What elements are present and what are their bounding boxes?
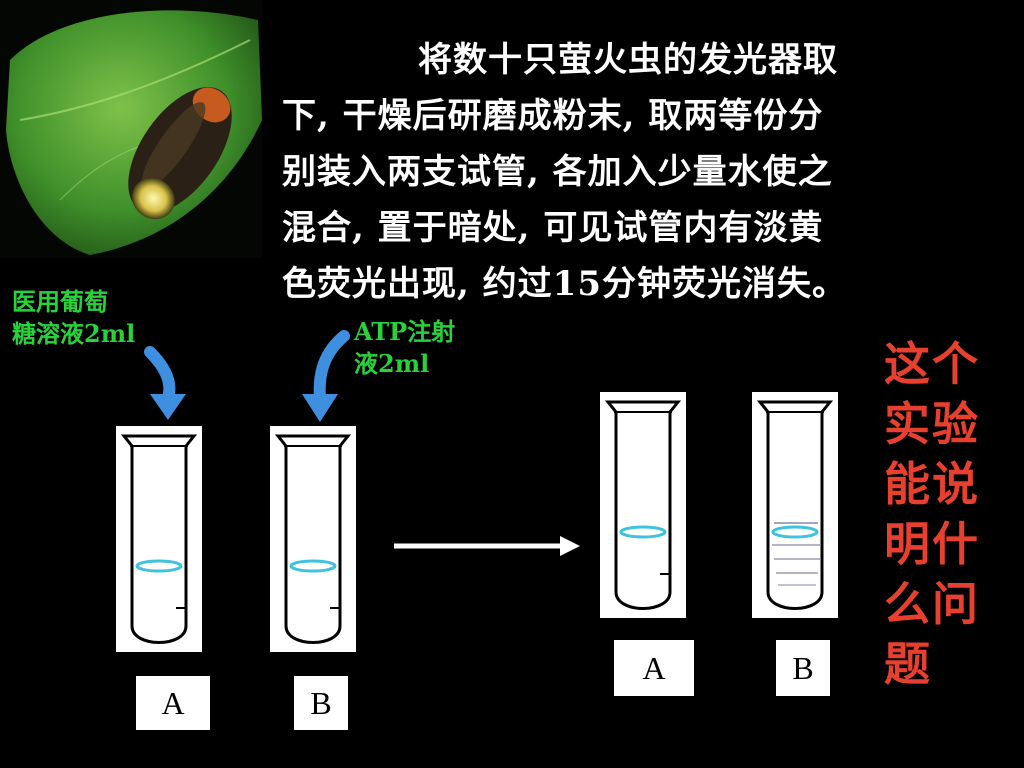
description-line: 混合, 置于暗处, 可见试管内有淡黄 xyxy=(282,208,824,248)
tube-label-right-a: A xyxy=(614,640,694,696)
tube-label-right-b: B xyxy=(776,640,830,696)
atp-injection-label: ATP注射 液2ml xyxy=(354,316,455,380)
description-line: 别装入两支试管, 各加入少量水使之 xyxy=(282,152,833,192)
question-text: 这个 实验 能说 明什 么问 题 xyxy=(884,334,994,694)
firefly-on-leaf-icon xyxy=(0,0,262,258)
test-tube-icon xyxy=(604,400,682,610)
question-line: 能说 xyxy=(884,457,980,511)
test-tube-right-a-panel xyxy=(600,392,686,618)
description-line: 下, 干燥后研磨成粉末, 取两等份分 xyxy=(282,96,824,136)
atp-label-line: 液2ml xyxy=(354,349,430,378)
glucose-label-line: 医用葡萄 xyxy=(12,287,108,316)
question-line: 么问 xyxy=(884,577,980,631)
test-tube-icon xyxy=(274,434,352,644)
description-line: 将数十只萤火虫的发光器取 xyxy=(418,40,838,80)
blue-down-arrow-icon xyxy=(302,330,350,422)
test-tube-icon xyxy=(120,434,198,644)
question-line: 这个 xyxy=(884,337,980,391)
test-tube-left-b-panel xyxy=(270,426,356,652)
test-tube-right-b-panel xyxy=(752,392,838,618)
tube-label-left-a: A xyxy=(136,676,210,730)
question-line: 明什 xyxy=(884,517,980,571)
blue-down-arrow-icon xyxy=(144,346,186,420)
question-line: 题 xyxy=(884,637,932,691)
atp-label-line: ATP注射 xyxy=(354,317,456,346)
fluorescence-dots xyxy=(772,522,820,586)
firefly-photo xyxy=(0,0,262,258)
test-tube-icon xyxy=(756,400,834,610)
glucose-solution-label: 医用葡萄 糖溶液2ml xyxy=(12,286,135,350)
question-line: 实验 xyxy=(884,397,980,451)
glucose-label-line: 糖溶液2ml xyxy=(12,319,136,348)
tube-label-left-b: B xyxy=(294,676,348,730)
description-line: 色荧光出现, 约过15分钟荧光消失。 xyxy=(282,264,847,304)
right-arrow-icon xyxy=(394,536,580,556)
test-tube-left-a-panel xyxy=(116,426,202,652)
experiment-description: 将数十只萤火虫的发光器取 下, 干燥后研磨成粉末, 取两等份分 别装入两支试管,… xyxy=(282,32,1002,312)
